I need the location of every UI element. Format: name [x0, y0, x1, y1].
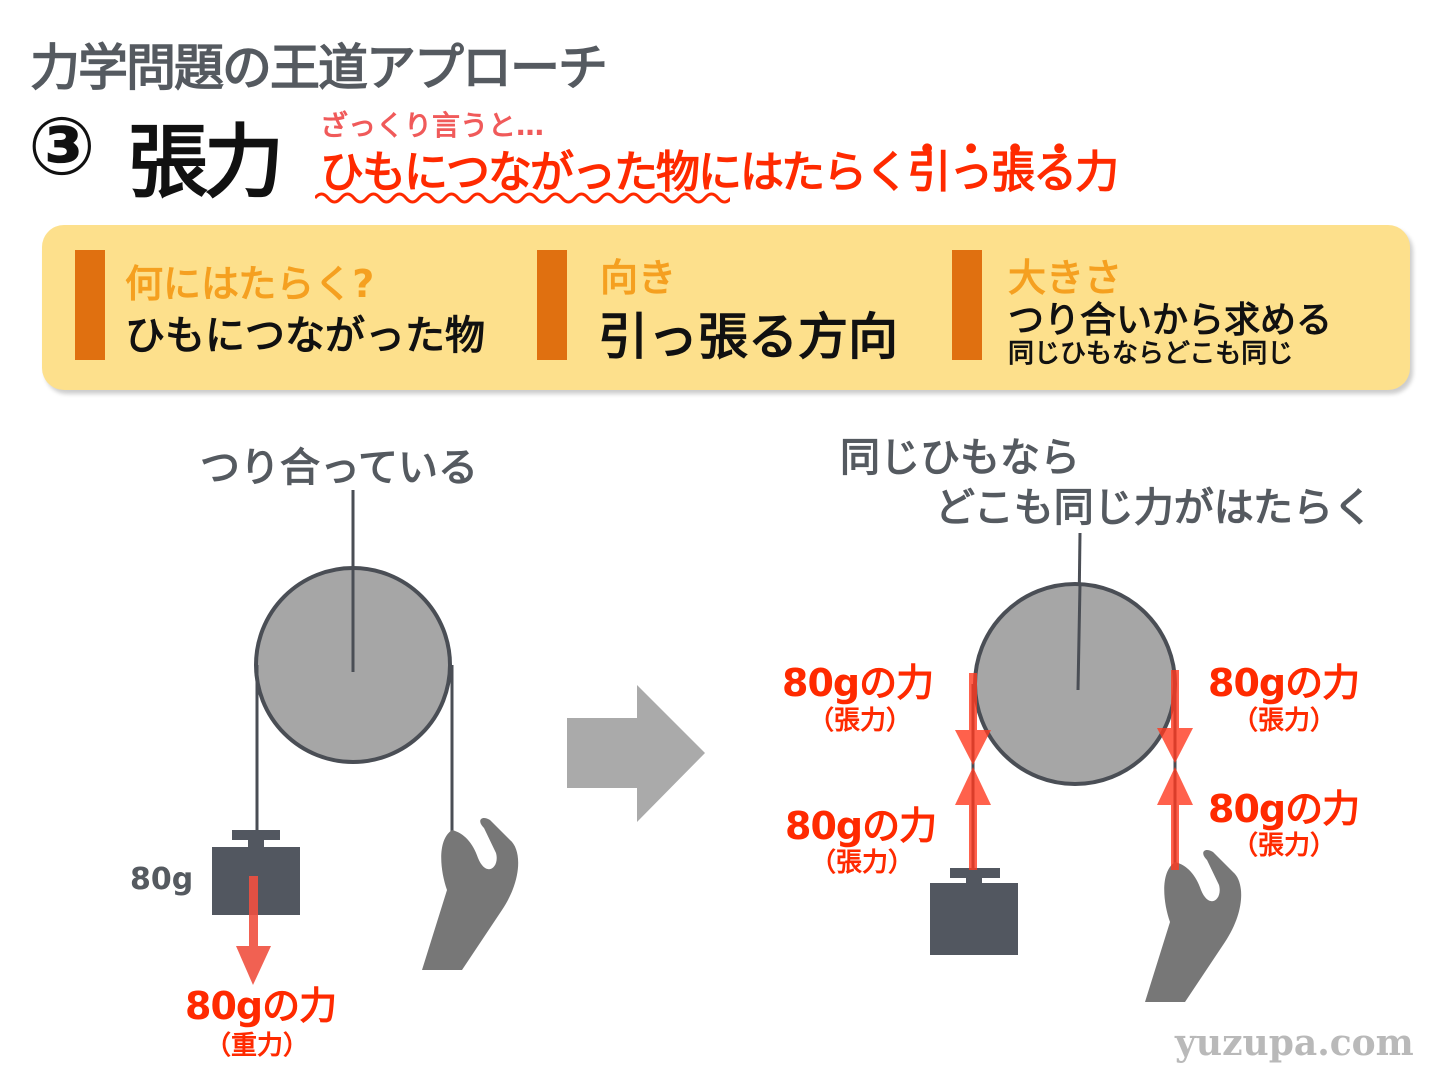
weight-label: 80g	[130, 862, 194, 897]
tension-label: 80gの力	[785, 804, 937, 848]
hand-icon	[422, 817, 519, 970]
info-key-direction: 向き	[600, 256, 677, 300]
tension-arrow	[1171, 670, 1179, 732]
tension-type: （張力）	[1232, 706, 1337, 736]
tension-arrow	[969, 800, 977, 870]
summary-emphasis: 引っ張る	[907, 147, 1077, 198]
accent-bar	[952, 250, 982, 360]
left-pulley-diagram	[212, 490, 519, 985]
right-caption-line2: どこも同じ力がはたらく	[935, 485, 1373, 531]
info-box: 何にはたらく? ひもにつながった物 向き 引っ張る方向 大きさ つり合いから求め…	[42, 225, 1410, 390]
tension-label: 80gの力	[1208, 661, 1360, 705]
summary-text: ひもにつながった物にはたらく引っ張る力	[320, 136, 1119, 200]
hand-icon	[1145, 849, 1242, 1002]
accent-bar	[537, 250, 567, 360]
info-key-magnitude: 大きさ	[1008, 256, 1123, 300]
accent-bar	[75, 250, 105, 360]
transition-arrow-icon	[567, 685, 705, 822]
wavy-underline	[315, 192, 730, 204]
gravity-arrow	[236, 876, 271, 985]
tension-label: 80gの力	[782, 661, 934, 705]
section-number: ③	[28, 100, 96, 193]
watermark: yuzupa.com	[1175, 1022, 1414, 1064]
gravity-type: （重力）	[205, 1031, 310, 1061]
right-pulley-diagram	[930, 532, 1242, 1002]
left-caption: つり合っている	[200, 445, 478, 491]
tension-type: （張力）	[810, 848, 915, 878]
tension-type: （張力）	[1232, 831, 1337, 861]
info-key-target: 何にはたらく?	[125, 262, 375, 306]
gravity-label: 80gの力	[185, 984, 337, 1028]
summary-part1: ひもにつながった物	[320, 147, 700, 198]
lead-text: ざっくり言うと…	[320, 109, 545, 142]
page-title: 力学問題の王道アプローチ	[30, 39, 608, 97]
section-heading: 張力	[128, 116, 284, 209]
pulley	[973, 582, 1177, 786]
info-note-magnitude: 同じひもならどこも同じ	[1008, 339, 1294, 369]
weight	[930, 868, 1018, 955]
tension-arrow	[969, 673, 977, 735]
summary-part2: にはたらく	[698, 147, 909, 198]
info-value-direction: 引っ張る方向	[598, 308, 898, 366]
tension-type: （張力）	[808, 706, 913, 736]
info-value-target: ひもにつながった物	[125, 313, 485, 359]
right-caption-line1: 同じひもなら	[840, 435, 1080, 481]
tension-arrow	[1171, 800, 1179, 870]
info-value-magnitude: つり合いから求める	[1008, 300, 1333, 341]
tension-label: 80gの力	[1208, 787, 1360, 831]
